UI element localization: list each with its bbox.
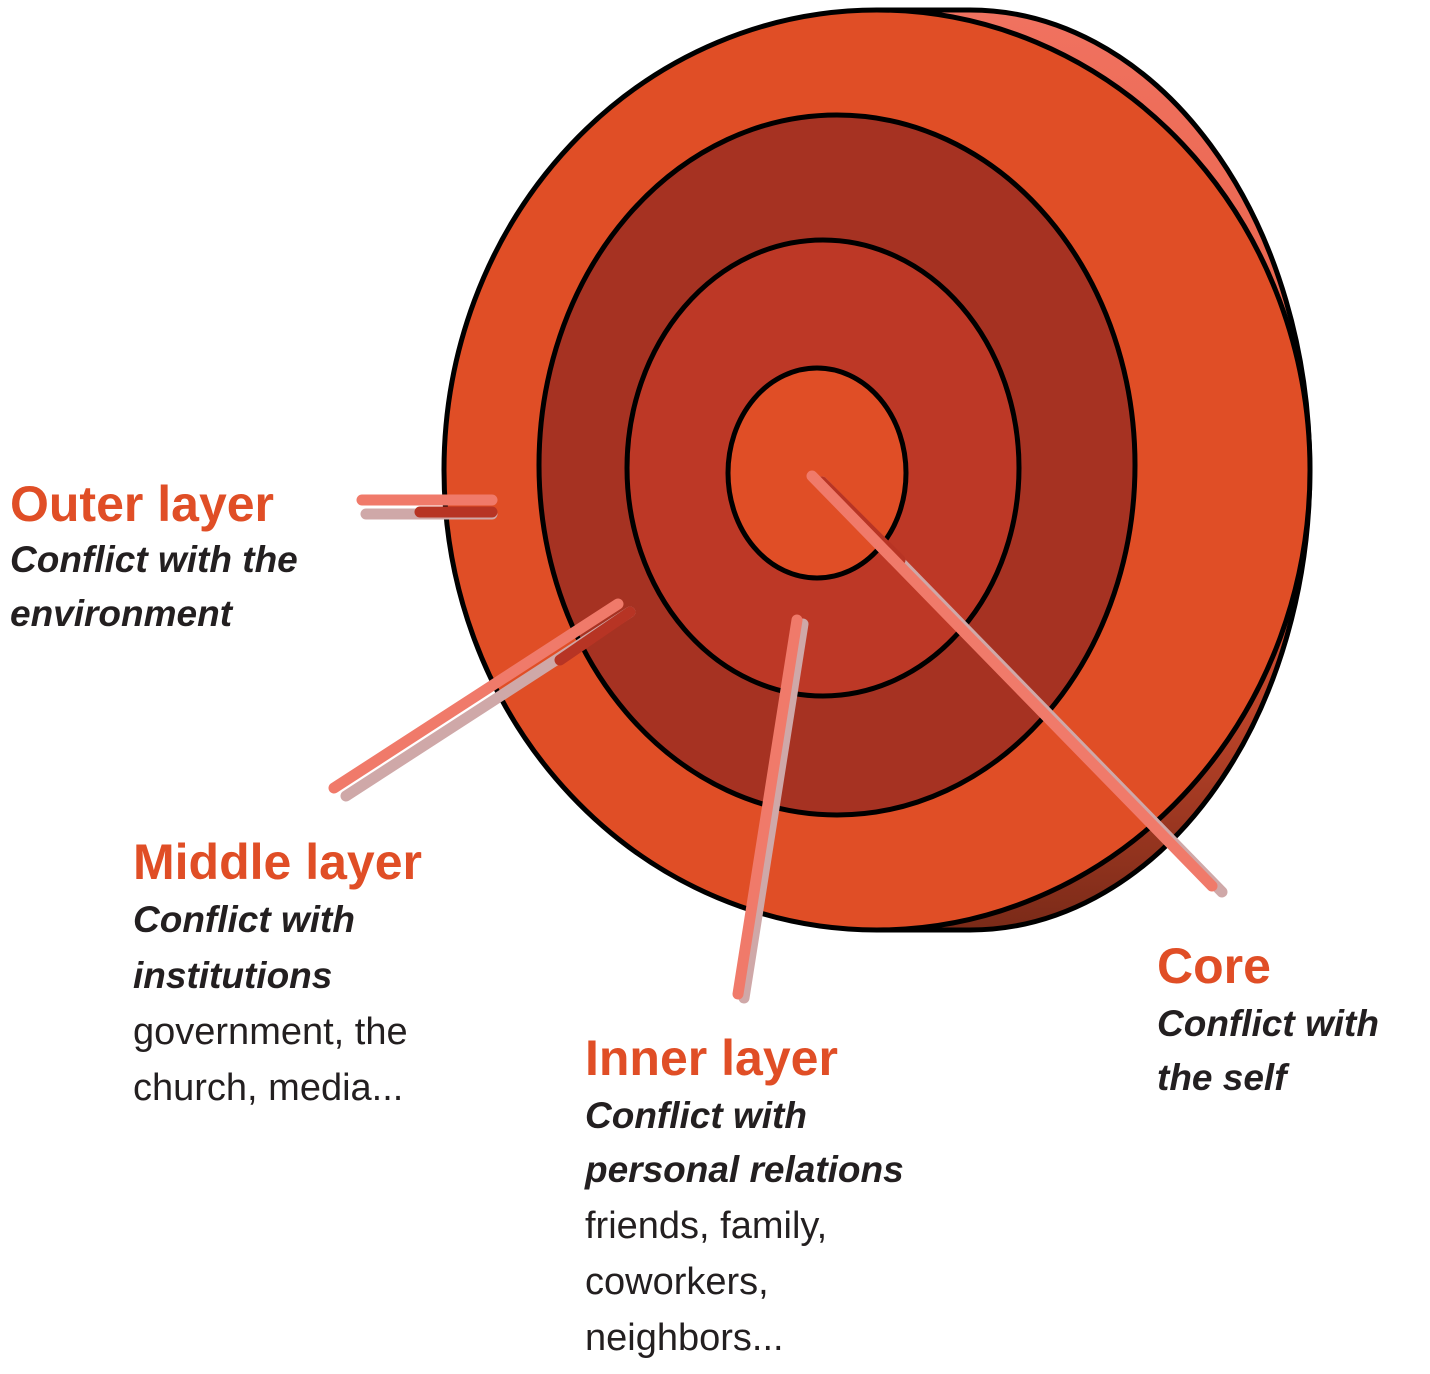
target-disc <box>441 7 1313 933</box>
inner-layer-subtitle-1: Conflict with <box>585 1094 807 1136</box>
middle-layer-label: Middle layer Conflict with institutions … <box>133 836 422 1112</box>
outer-layer-subtitle-1: Conflict with the <box>10 538 298 580</box>
outer-layer-label: Outer layer Conflict with the environmen… <box>10 478 298 636</box>
middle-pointer-shade <box>554 606 636 666</box>
inner-pointer-shadow <box>738 618 809 1004</box>
outer-layer-subtitle-2: environment <box>10 593 233 635</box>
core-subtitle-2: the self <box>1157 1057 1287 1099</box>
inner-layer-detail-2: coworkers, <box>585 1260 769 1303</box>
core-subtitle-1: Conflict with <box>1157 1002 1379 1044</box>
middle-layer-subtitle-2: institutions <box>133 955 333 997</box>
inner-layer-title: Inner layer <box>585 1030 838 1086</box>
middle-layer-detail-2: church, media... <box>133 1066 404 1109</box>
core-title: Core <box>1157 938 1271 994</box>
core-label: Core Conflict with the self <box>1157 940 1379 1100</box>
inner-layer-label: Inner layer Conflict with personal relat… <box>585 1032 904 1361</box>
middle-pointer <box>328 598 624 794</box>
outer-layer-title: Outer layer <box>10 476 275 532</box>
middle-layer-subtitle-1: Conflict with <box>133 898 355 940</box>
inner-pointer <box>732 614 803 1000</box>
middle-layer-detail-1: government, the <box>133 1011 408 1054</box>
inner-layer-detail-3: neighbors... <box>585 1316 784 1359</box>
pointer-lines <box>328 470 1228 1004</box>
middle-layer-title: Middle layer <box>133 834 422 890</box>
inner-layer-detail-1: friends, family, <box>585 1205 828 1248</box>
inner-layer-subtitle-2: personal relations <box>585 1149 904 1191</box>
core-pointer <box>806 470 1218 892</box>
